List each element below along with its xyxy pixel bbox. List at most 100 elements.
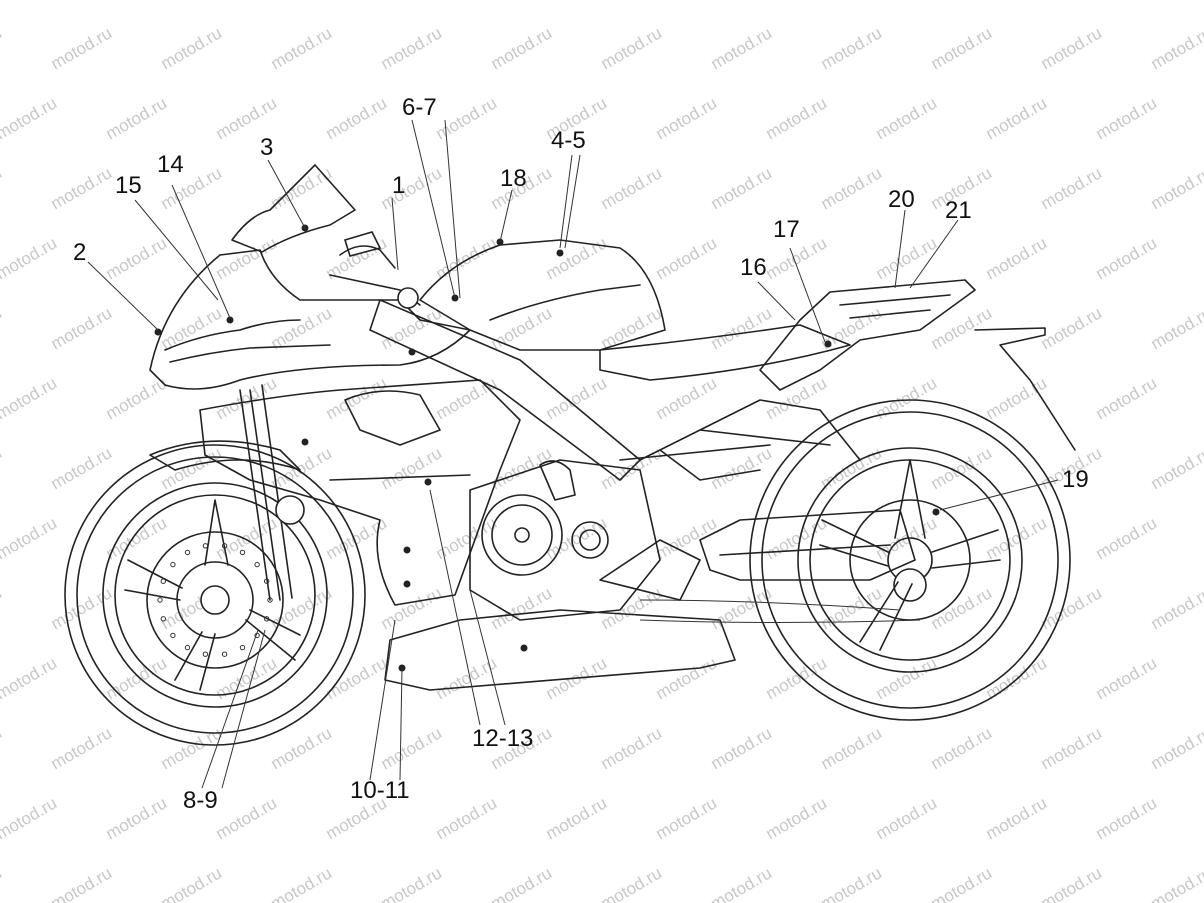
watermark-text: motod.ru xyxy=(983,653,1051,703)
watermark-text: motod.ru xyxy=(598,583,666,633)
disc-hole xyxy=(160,616,167,622)
watermark-text: motod.ru xyxy=(1148,443,1204,493)
watermark-text: motod.ru xyxy=(378,723,446,773)
disc-hole xyxy=(184,549,191,556)
watermark-text: motod.ru xyxy=(48,863,116,903)
watermark-text: motod.ru xyxy=(818,443,886,493)
disc-hole xyxy=(264,616,270,622)
watermark-text: motod.ru xyxy=(1038,303,1106,353)
watermark-text: motod.ru xyxy=(1093,93,1161,143)
watermark-text: motod.ru xyxy=(708,863,776,903)
watermark-text: motod.ru xyxy=(433,93,501,143)
watermark-text: motod.ru xyxy=(103,0,171,3)
watermark-text: motod.ru xyxy=(488,863,556,903)
watermark-text: motod.ru xyxy=(1148,303,1204,353)
watermark-text: motod.ru xyxy=(653,93,721,143)
front-fender xyxy=(149,440,301,471)
callout-3: 3 xyxy=(260,134,273,161)
watermark-text: motod.ru xyxy=(928,303,996,353)
callout-12-13: 12-13 xyxy=(472,725,533,752)
watermark-text: motod.ru xyxy=(1148,163,1204,213)
watermark-text: motod.ru xyxy=(0,723,5,773)
watermark-text: motod.ru xyxy=(653,653,721,703)
watermark-text: motod.ru xyxy=(0,233,60,283)
disc-hole xyxy=(239,644,246,651)
front-wheel xyxy=(64,444,366,746)
front-fairing xyxy=(149,249,471,390)
side-fairing xyxy=(199,379,521,606)
watermark-text: motod.ru xyxy=(1093,233,1161,283)
mount-bolts xyxy=(154,224,940,672)
callout-4-5: 4-5 xyxy=(551,127,586,154)
belly-pan xyxy=(384,609,736,691)
watermark-text: motod.ru xyxy=(0,163,5,213)
watermark-text: motod.ru xyxy=(103,793,171,843)
watermark-text: motod.ru xyxy=(873,653,941,703)
watermark-text: motod.ru xyxy=(653,233,721,283)
watermark-text: motod.ru xyxy=(598,23,666,73)
watermark-text: motod.ru xyxy=(873,93,941,143)
watermark-text: motod.ru xyxy=(0,583,5,633)
watermark-text: motod.ru xyxy=(433,793,501,843)
rear-shock xyxy=(619,444,771,481)
watermark-text: motod.ru xyxy=(598,163,666,213)
swingarm xyxy=(699,509,916,581)
watermark-text: motod.ru xyxy=(48,23,116,73)
subframe xyxy=(639,399,861,461)
watermark-text: motod.ru xyxy=(983,793,1051,843)
watermark-text: motod.ru xyxy=(48,723,116,773)
disc-hole xyxy=(221,651,228,657)
callout-1: 1 xyxy=(392,172,405,199)
watermark-text: motod.ru xyxy=(378,23,446,73)
rear-wheel xyxy=(749,399,1071,721)
watermark-text: motod.ru xyxy=(0,0,60,3)
tail-section xyxy=(759,279,976,391)
watermark-text: motod.ru xyxy=(323,373,391,423)
watermark-text: motod.ru xyxy=(0,303,5,353)
watermark-text: motod.ru xyxy=(763,93,831,143)
watermark-text: motod.ru xyxy=(1148,23,1204,73)
watermark-text: motod.ru xyxy=(0,793,60,843)
watermark-text: motod.ru xyxy=(983,93,1051,143)
seat xyxy=(599,324,851,381)
watermark-text: motod.ru xyxy=(873,793,941,843)
chain xyxy=(639,599,921,623)
watermark-text: motod.ru xyxy=(0,513,60,563)
disc-hole xyxy=(202,651,209,657)
callout-6-7: 6-7 xyxy=(402,94,437,121)
watermark-text: motod.ru xyxy=(488,23,556,73)
watermark-text: motod.ru xyxy=(323,0,391,3)
watermark-text: motod.ru xyxy=(268,443,336,493)
watermark-text: motod.ru xyxy=(378,443,446,493)
watermark-text: motod.ru xyxy=(1038,583,1106,633)
watermark-text: motod.ru xyxy=(433,513,501,563)
engine xyxy=(469,459,661,621)
watermark-text: motod.ru xyxy=(653,513,721,563)
watermark-text: motod.ru xyxy=(0,373,60,423)
watermark-text: motod.ru xyxy=(433,0,501,3)
watermark-text: motod.ru xyxy=(268,163,336,213)
watermark-text: motod.ru xyxy=(928,863,996,903)
watermark-text: motod.ru xyxy=(1148,723,1204,773)
watermark-text: motod.ru xyxy=(323,653,391,703)
watermark-text: motod.ru xyxy=(158,863,226,903)
watermark-text: motod.ru xyxy=(708,163,776,213)
callout-18: 18 xyxy=(500,165,527,192)
watermark-text: motod.ru xyxy=(653,0,721,3)
watermark-text: motod.ru xyxy=(0,93,60,143)
callout-19: 19 xyxy=(1062,466,1089,493)
callout-16: 16 xyxy=(740,254,767,281)
watermark-text: motod.ru xyxy=(378,163,446,213)
watermark-text: motod.ru xyxy=(708,23,776,73)
watermark-text: motod.ru xyxy=(1038,863,1106,903)
watermark-text: motod.ru xyxy=(103,513,171,563)
watermark-text: motod.ru xyxy=(1148,583,1204,633)
watermark-text: motod.ru xyxy=(928,23,996,73)
watermark-text: motod.ru xyxy=(708,303,776,353)
watermark-text: motod.ru xyxy=(543,373,611,423)
watermark-text: motod.ru xyxy=(818,163,886,213)
callout-14: 14 xyxy=(157,151,184,178)
watermark-text: motod.ru xyxy=(873,373,941,423)
callout-17: 17 xyxy=(773,216,800,243)
